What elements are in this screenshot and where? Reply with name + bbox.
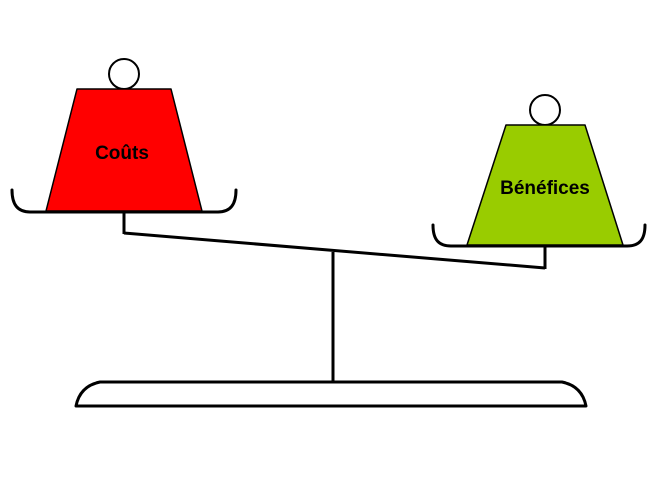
left-pan [10,188,238,214]
scale-base [74,380,588,408]
left-weight-ring [108,58,140,90]
right-pan [431,223,647,248]
left-weight-body [45,88,203,212]
right-weight-label: Bénéfices [500,178,590,199]
right-weight: Bénéfices [466,94,624,246]
right-weight-body [466,124,624,246]
left-weight-label: Coûts [95,143,149,164]
left-weight: Coûts [45,58,203,212]
scale-beam [123,231,546,270]
right-weight-ring [529,94,561,126]
